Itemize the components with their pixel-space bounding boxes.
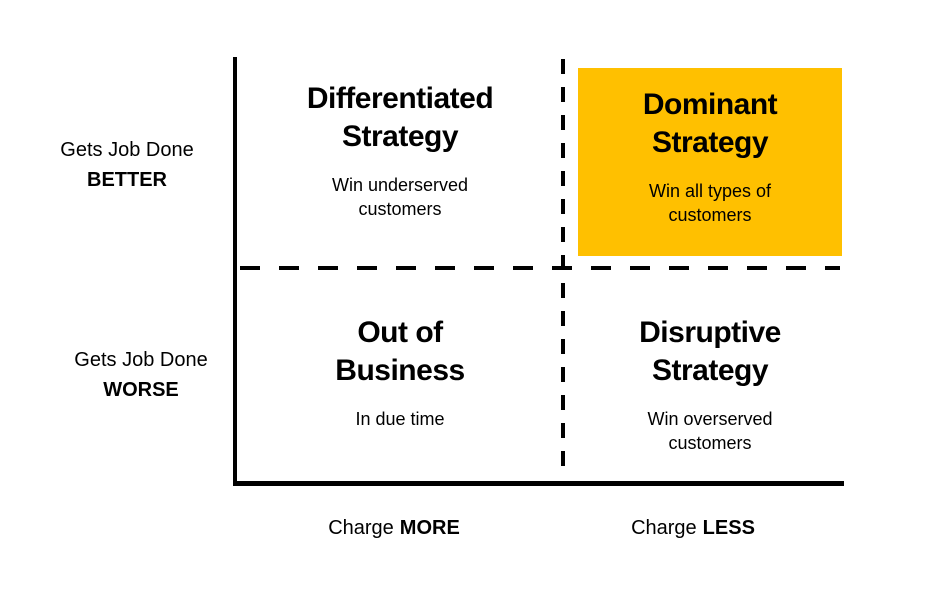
quadrant-title: Out of Business	[335, 316, 465, 387]
x-axis-label-emphasis: MORE	[399, 517, 460, 539]
quadrant-subtitle: In due time	[355, 409, 445, 429]
x-axis-label-text: Charge	[631, 517, 697, 539]
quadrant-title: Differentiated Strategy	[306, 82, 494, 153]
y-axis-label-emphasis: WORSE	[103, 379, 179, 401]
quadrant-title: Dominant Strategy	[642, 88, 778, 159]
y-axis-label-better: Gets Job Done BETTER	[27, 135, 227, 195]
quadrant-subtitle: Win all types of customers	[648, 181, 772, 226]
quadrant-subtitle: Win underserved customers	[331, 175, 469, 220]
dominant-quadrant-highlight	[578, 68, 842, 256]
quadrant-out-of-business: Out of Business In due time	[248, 314, 552, 431]
x-axis-line	[233, 481, 844, 486]
y-axis-label-text: Gets Job Done	[60, 139, 194, 161]
x-axis-label-charge-more: Charge MORE	[294, 514, 494, 542]
quadrant-disruptive-strategy: Disruptive Strategy Win overserved custo…	[560, 314, 860, 456]
y-axis-label-worse: Gets Job Done WORSE	[41, 345, 241, 405]
vertical-dashed-divider	[561, 59, 565, 475]
x-axis-label-emphasis: LESS	[702, 517, 755, 539]
x-axis-label-text: Charge	[328, 517, 394, 539]
quadrant-differentiated-strategy: Differentiated Strategy Win underserved …	[248, 80, 552, 222]
quadrant-subtitle: Win overserved customers	[647, 409, 773, 454]
y-axis-label-emphasis: BETTER	[87, 169, 167, 191]
quadrant-dominant-strategy: Dominant Strategy Win all types of custo…	[578, 86, 842, 228]
y-axis-label-text: Gets Job Done	[74, 349, 208, 371]
y-axis-line	[233, 57, 237, 486]
quadrant-title: Disruptive Strategy	[639, 316, 781, 387]
horizontal-dashed-divider	[240, 266, 840, 270]
x-axis-label-charge-less: Charge LESS	[593, 514, 793, 542]
